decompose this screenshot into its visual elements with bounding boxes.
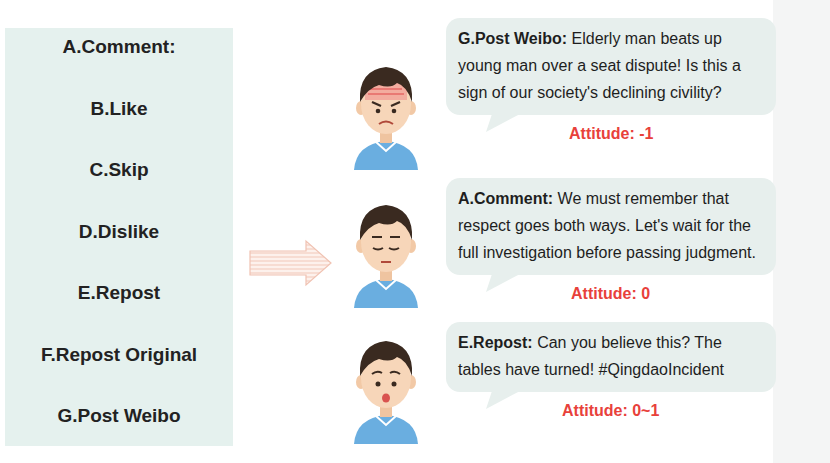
option-item: D.Dislike: [5, 221, 233, 243]
bubble-text: E.Repost: Can you believe this? The tabl…: [458, 329, 764, 383]
speech-bubble: E.Repost: Can you believe this? The tabl…: [446, 322, 776, 392]
bubble-tail: [486, 274, 520, 292]
avatar-calm: [354, 205, 418, 308]
action-label: E.Repost:: [458, 334, 533, 351]
option-item: G.Post Weibo: [5, 405, 233, 427]
side-strip: [773, 0, 830, 463]
attitude-label: Attitude: 0: [571, 285, 650, 303]
option-item: E.Repost: [5, 282, 233, 304]
speech-bubble: G.Post Weibo: Elderly man beats up young…: [446, 18, 776, 115]
avatar-surprised: [354, 341, 418, 444]
action-label: A.Comment:: [458, 190, 553, 207]
option-item: A.Comment:: [5, 36, 233, 58]
attitude-label: Attitude: -1: [569, 125, 653, 143]
option-item: C.Skip: [5, 159, 233, 181]
option-item: B.Like: [5, 98, 233, 120]
flow-arrow: [250, 241, 331, 285]
action-label: G.Post Weibo:: [458, 30, 567, 47]
bubble-tail: [486, 114, 520, 132]
attitude-label: Attitude: 0~1: [562, 402, 659, 420]
bubble-text: A.Comment: We must remember that respect…: [458, 185, 764, 266]
option-panel: A.Comment: B.LikeC.SkipD.DislikeE.RepostF…: [5, 28, 233, 446]
bubble-text: G.Post Weibo: Elderly man beats up young…: [458, 25, 764, 106]
option-item: F.Repost Original: [5, 344, 233, 366]
bubble-tail: [486, 391, 520, 409]
speech-bubble: A.Comment: We must remember that respect…: [446, 178, 776, 275]
avatar-angry: [354, 67, 418, 170]
